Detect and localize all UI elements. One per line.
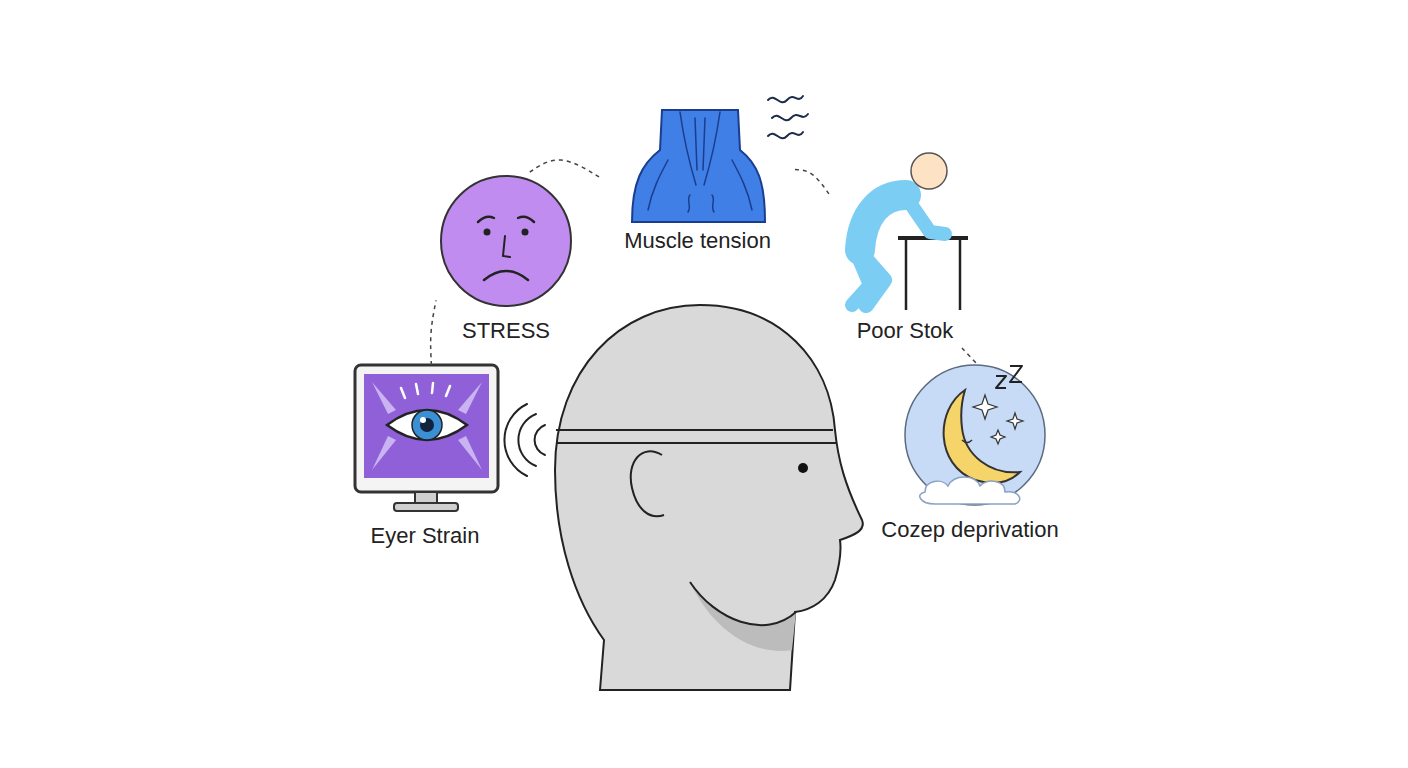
dashed-connector — [530, 160, 600, 177]
node-label: Cozep deprivation — [878, 517, 1061, 543]
node-label: Poor Stok — [854, 318, 957, 344]
dashed-connector — [962, 348, 978, 365]
icon-node: Poor Stok — [830, 150, 980, 348]
node-label: STRESS — [459, 318, 553, 344]
dashed-connector — [431, 300, 436, 365]
posture-figure — [852, 153, 968, 310]
monitor-icon — [355, 365, 498, 511]
icon-node: Cozep deprivation — [871, 365, 1069, 547]
icon-node: Muscle tension — [600, 100, 795, 258]
sound-waves — [504, 404, 545, 476]
neck-muscle-icon — [632, 96, 808, 222]
node-label: Muscle tension — [621, 228, 774, 254]
sleep-icon — [905, 365, 1045, 505]
dashed-connector — [795, 170, 830, 196]
icon-node: Eyer Strain — [345, 365, 505, 553]
node-label: Eyer Strain — [368, 523, 483, 549]
stress-face — [441, 176, 571, 306]
head-profile — [555, 305, 863, 690]
icon-node: STRESS — [436, 172, 576, 348]
